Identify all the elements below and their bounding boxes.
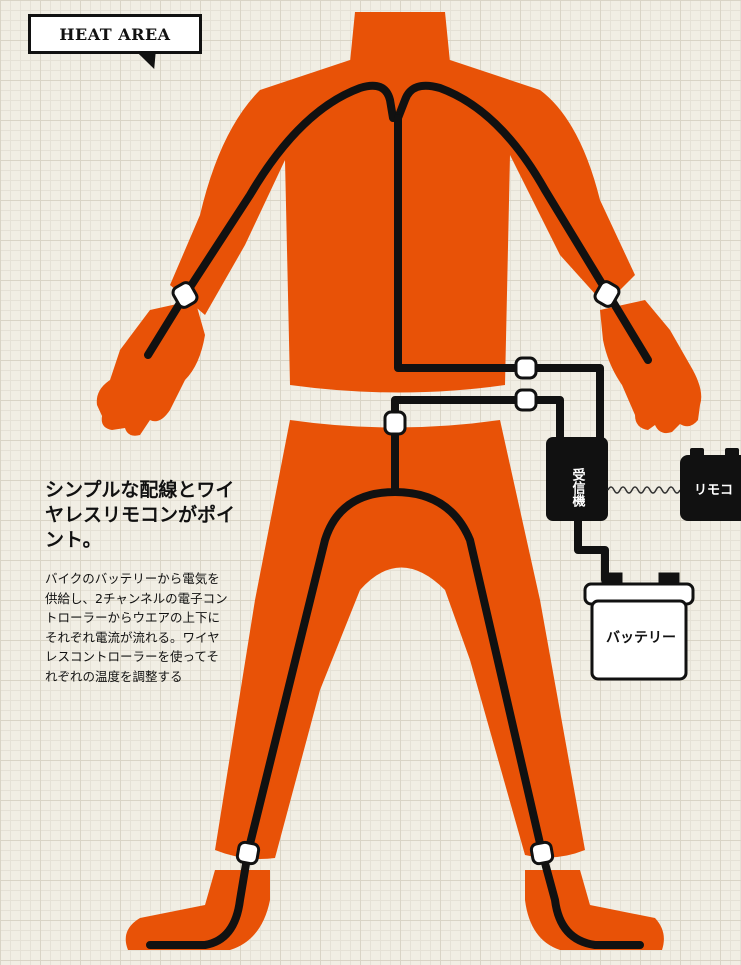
remote-cable — [607, 486, 681, 494]
remote-label: リモコ — [694, 483, 734, 498]
receiver-label: 受信機 — [569, 467, 585, 507]
description-body: バイクのバッテリーから電気を供給し、2チャンネルの電子コントローラーからウエアの… — [45, 571, 228, 684]
battery-label: バッテリー — [606, 630, 676, 646]
connector-right-wrist — [593, 280, 621, 308]
connector-jacket-lower — [514, 388, 538, 412]
connector-left-wrist — [171, 281, 199, 309]
description-headline: シンプルな配線とワイヤレスリモコンがポイント。 — [45, 479, 236, 551]
heat-area-label: HEAT AREA — [59, 24, 171, 44]
wire-connectors — [171, 280, 621, 866]
heat-area-callout: HEAT AREA — [28, 14, 202, 54]
heating-wires — [144, 81, 652, 949]
connector-right-ankle — [529, 840, 555, 866]
receiver-box — [546, 437, 608, 521]
battery — [583, 572, 695, 681]
connector-left-ankle — [235, 840, 261, 866]
connector-jacket-upper — [514, 356, 538, 380]
connector-waist — [383, 410, 407, 436]
remote-box — [680, 448, 741, 521]
